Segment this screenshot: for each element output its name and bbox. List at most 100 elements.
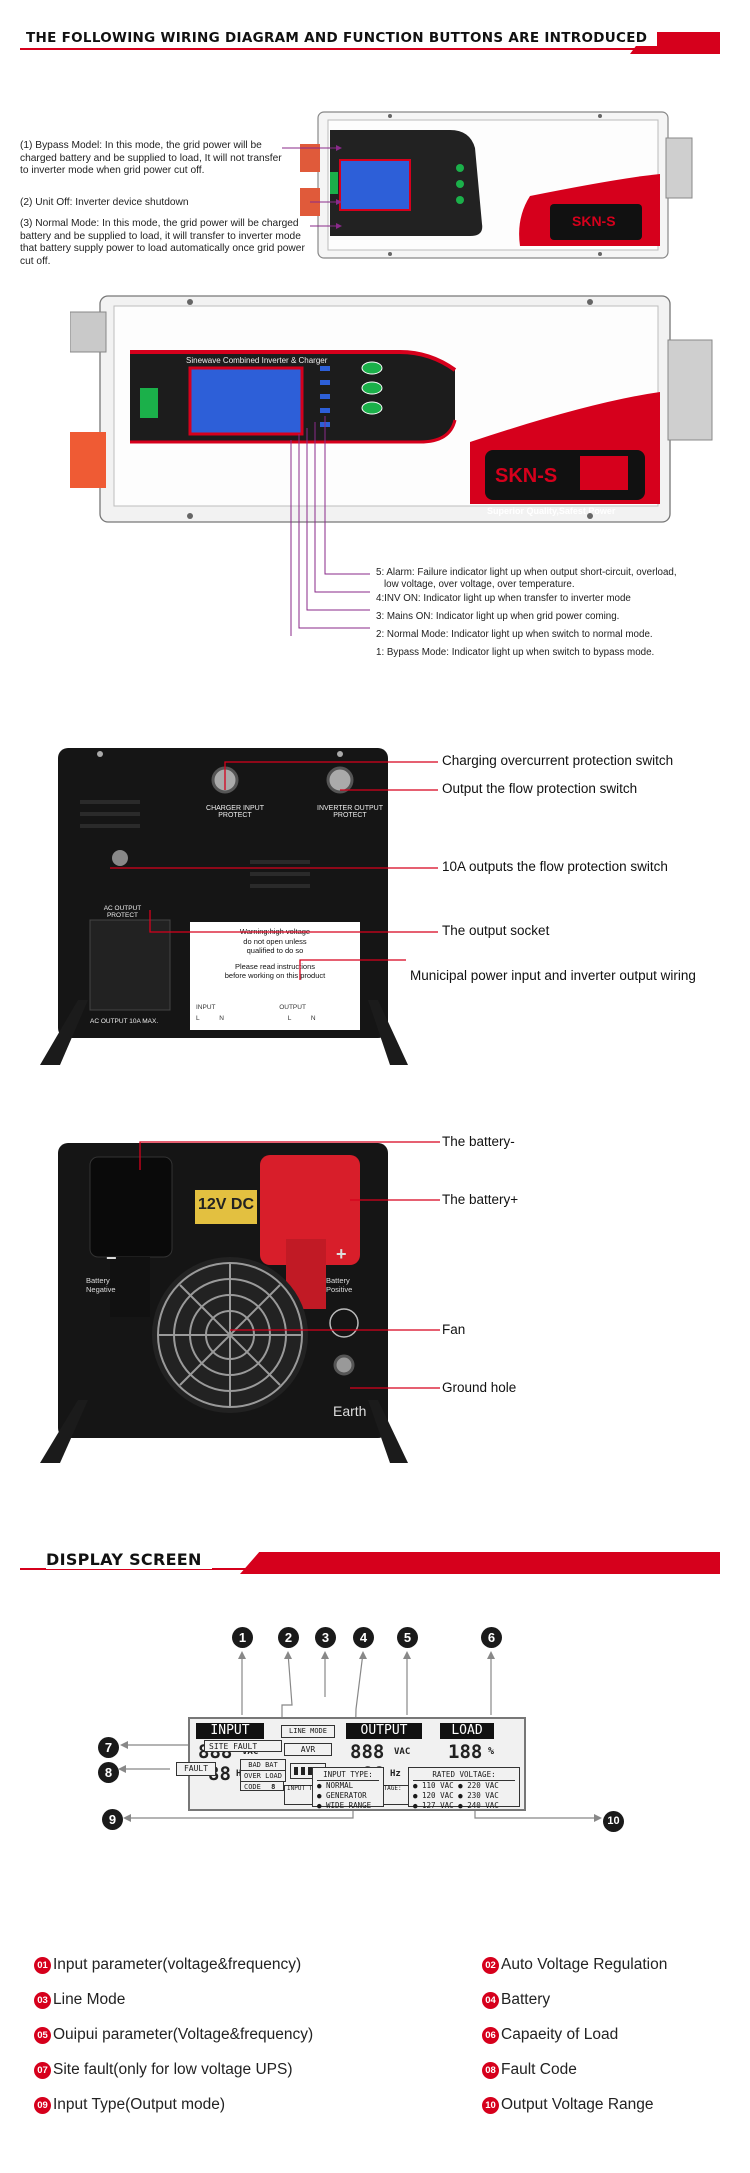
header-rule: [20, 48, 720, 50]
lcd-code: CODE 8: [240, 1781, 284, 1791]
lcd-rated-list: RATED VOLTAGE: ● 110 VAC ● 220 VAC ● 120…: [408, 1767, 520, 1810]
lcd-output-volt: 888: [350, 1741, 385, 1763]
lcd-rated-row-2: ● 120 VAC ● 230 VAC: [413, 1791, 499, 1800]
legend-badge: 08: [482, 2062, 499, 2079]
section-title: DISPLAY SCREEN: [46, 1550, 212, 1569]
lcd-input-type-wide: ● WIDE RANGE: [317, 1801, 372, 1810]
legend-badge: 07: [34, 2062, 51, 2079]
indicator-leader-lines: [290, 416, 370, 636]
mode-arrows: [282, 145, 342, 229]
lcd-code-digit: 8: [271, 1783, 276, 1791]
input-terminal-n: N: [219, 1015, 224, 1022]
lcd-input-type-heading: INPUT TYPE:: [317, 1770, 379, 1781]
lcd-rated-heading: RATED VOLTAGE:: [413, 1770, 515, 1781]
lcd-line-mode: LINE MODE: [281, 1725, 335, 1738]
lcd-load-label: LOAD: [440, 1723, 494, 1739]
lcd-output-freq-unit: Hz: [390, 1769, 401, 1779]
callout-5: 5: [397, 1627, 418, 1648]
legend-badge: 05: [34, 2027, 51, 2044]
alarm-desc-1: 5: Alarm: Failure indicator light up whe…: [376, 567, 677, 578]
large-inverter-illustration: Sinewave Combined Inverter & Charger SKN…: [70, 295, 713, 523]
callout-leader-lines: [118, 1651, 602, 1822]
lcd-fault: FAULT: [176, 1762, 216, 1776]
battery-annotation-1: The battery-: [442, 1134, 515, 1149]
warning-line-2: do not open unless: [243, 936, 307, 946]
lcd-input-type-normal: ● NORMAL: [317, 1781, 354, 1790]
rear-annotation-3: 10A outputs the flow protection switch: [442, 859, 668, 874]
legend-badge: 04: [482, 1992, 499, 2009]
legend-text: Site fault(only for low voltage UPS): [53, 2061, 293, 2078]
lcd-rated-row-3: ● 127 VAC ● 240 VAC: [413, 1801, 499, 1810]
mode-2-text: (2) Unit Off: Inverter device shutdown: [20, 197, 189, 208]
alarm-desc-2: low voltage, over voltage, over temperat…: [384, 579, 575, 590]
dc-voltage-label: 12V DC: [198, 1196, 255, 1213]
output-terminal-n: N: [310, 1015, 316, 1022]
legend-badge: 02: [482, 1957, 499, 1974]
mode-1-text: (1) Bypass Model: In this mode, the grid…: [20, 140, 282, 176]
rear-panel-illustration: [40, 748, 408, 1065]
legend-badge: 10: [482, 2097, 499, 2114]
lcd-code-label: CODE: [244, 1783, 261, 1791]
battery-annotation-3: Fan: [442, 1322, 466, 1337]
legend-text: Output Voltage Range: [501, 2096, 654, 2113]
output-terminal-label: OUTPUT: [279, 1004, 306, 1011]
callout-1: 1: [232, 1627, 253, 1648]
callout-2: 2: [278, 1627, 299, 1648]
callout-4: 4: [353, 1627, 374, 1648]
normal-mode-desc: 2: Normal Mode: Indicator light up when …: [376, 629, 653, 640]
charger-input-label: CHARGER INPUT PROTECT: [206, 805, 264, 819]
ac-output-protect-label: AC OUTPUT PROTECT: [103, 905, 142, 919]
mains-on-desc: 3: Mains ON: Indicator light up when gri…: [376, 611, 620, 622]
rear-leader-lines: [110, 761, 438, 980]
lcd-input-label: INPUT: [196, 1723, 264, 1739]
section-header-display: DISPLAY SCREEN: [20, 1550, 720, 1574]
panel-title-glyph: Sinewave Combined Inverter & Charger: [186, 356, 328, 365]
lcd-input-type-list: INPUT TYPE: ● NORMAL ● GENERATOR ● WIDE …: [312, 1767, 384, 1810]
section-title: THE FOLLOWING WIRING DIAGRAM AND FUNCTIO…: [26, 30, 658, 46]
battery-panel-illustration: [40, 1143, 408, 1463]
legend-text: Line Mode: [53, 1991, 126, 2008]
mode-3-text: (3) Normal Mode: In this mode, the grid …: [20, 218, 305, 267]
battery-leader-lines: [139, 1141, 440, 1389]
lcd-load-unit: %: [488, 1746, 495, 1757]
battery-negative-label: Battery Negative: [86, 1276, 116, 1294]
callout-9: 9: [102, 1809, 123, 1830]
plus-sign: +: [336, 1244, 347, 1264]
lcd-load-value: 188: [448, 1741, 483, 1763]
rear-annotation-5: Municipal power input and inverter outpu…: [410, 968, 696, 983]
section-header-wiring: THE FOLLOWING WIRING DIAGRAM AND FUNCTIO…: [20, 30, 720, 54]
lcd-input-type-title: INPUT TYPE:: [287, 1785, 327, 1792]
svg-text:Superior Quality,Safest Power: Superior Quality,Safest Power: [487, 506, 616, 516]
terminal-strip: INPUT OUTPUT L N L N: [196, 1004, 356, 1022]
rear-annotation-1: Charging overcurrent protection switch: [442, 753, 674, 768]
legend-text: Input parameter(voltage&frequency): [53, 1956, 302, 1973]
legend-badge: 03: [34, 1992, 51, 2009]
inverter-output-label: INVERTER OUTPUT PROTECT: [317, 805, 383, 819]
battery-positive-label: Battery Positive: [326, 1276, 353, 1294]
legend-text: Ouipui parameter(Voltage&frequency): [53, 2026, 314, 2043]
legend-text: Battery: [501, 1991, 551, 2008]
input-terminal-label: INPUT: [196, 1004, 216, 1011]
rear-annotation-4: The output socket: [442, 923, 550, 938]
warning-line-5: before working on this product: [224, 971, 326, 980]
lcd-avr: AVR: [284, 1743, 332, 1756]
callout-3: 3: [315, 1627, 336, 1648]
callout-7: 7: [98, 1737, 119, 1758]
legend-text: Fault Code: [501, 2061, 577, 2078]
legend-text: Auto Voltage Regulation: [501, 1956, 668, 1973]
battery-annotation-2: The battery+: [442, 1192, 519, 1207]
minus-sign: −: [106, 1248, 117, 1268]
legend-badge: 01: [34, 1957, 51, 1974]
inv-on-desc: 4:INV ON: Indicator light up when transf…: [376, 593, 631, 604]
legend-text: Input Type(Output mode): [53, 2096, 226, 2113]
input-terminal-l: L: [196, 1015, 200, 1022]
svg-text:SKN-S: SKN-S: [572, 213, 616, 229]
lcd-rated-row-1: ● 110 VAC ● 220 VAC: [413, 1781, 499, 1790]
